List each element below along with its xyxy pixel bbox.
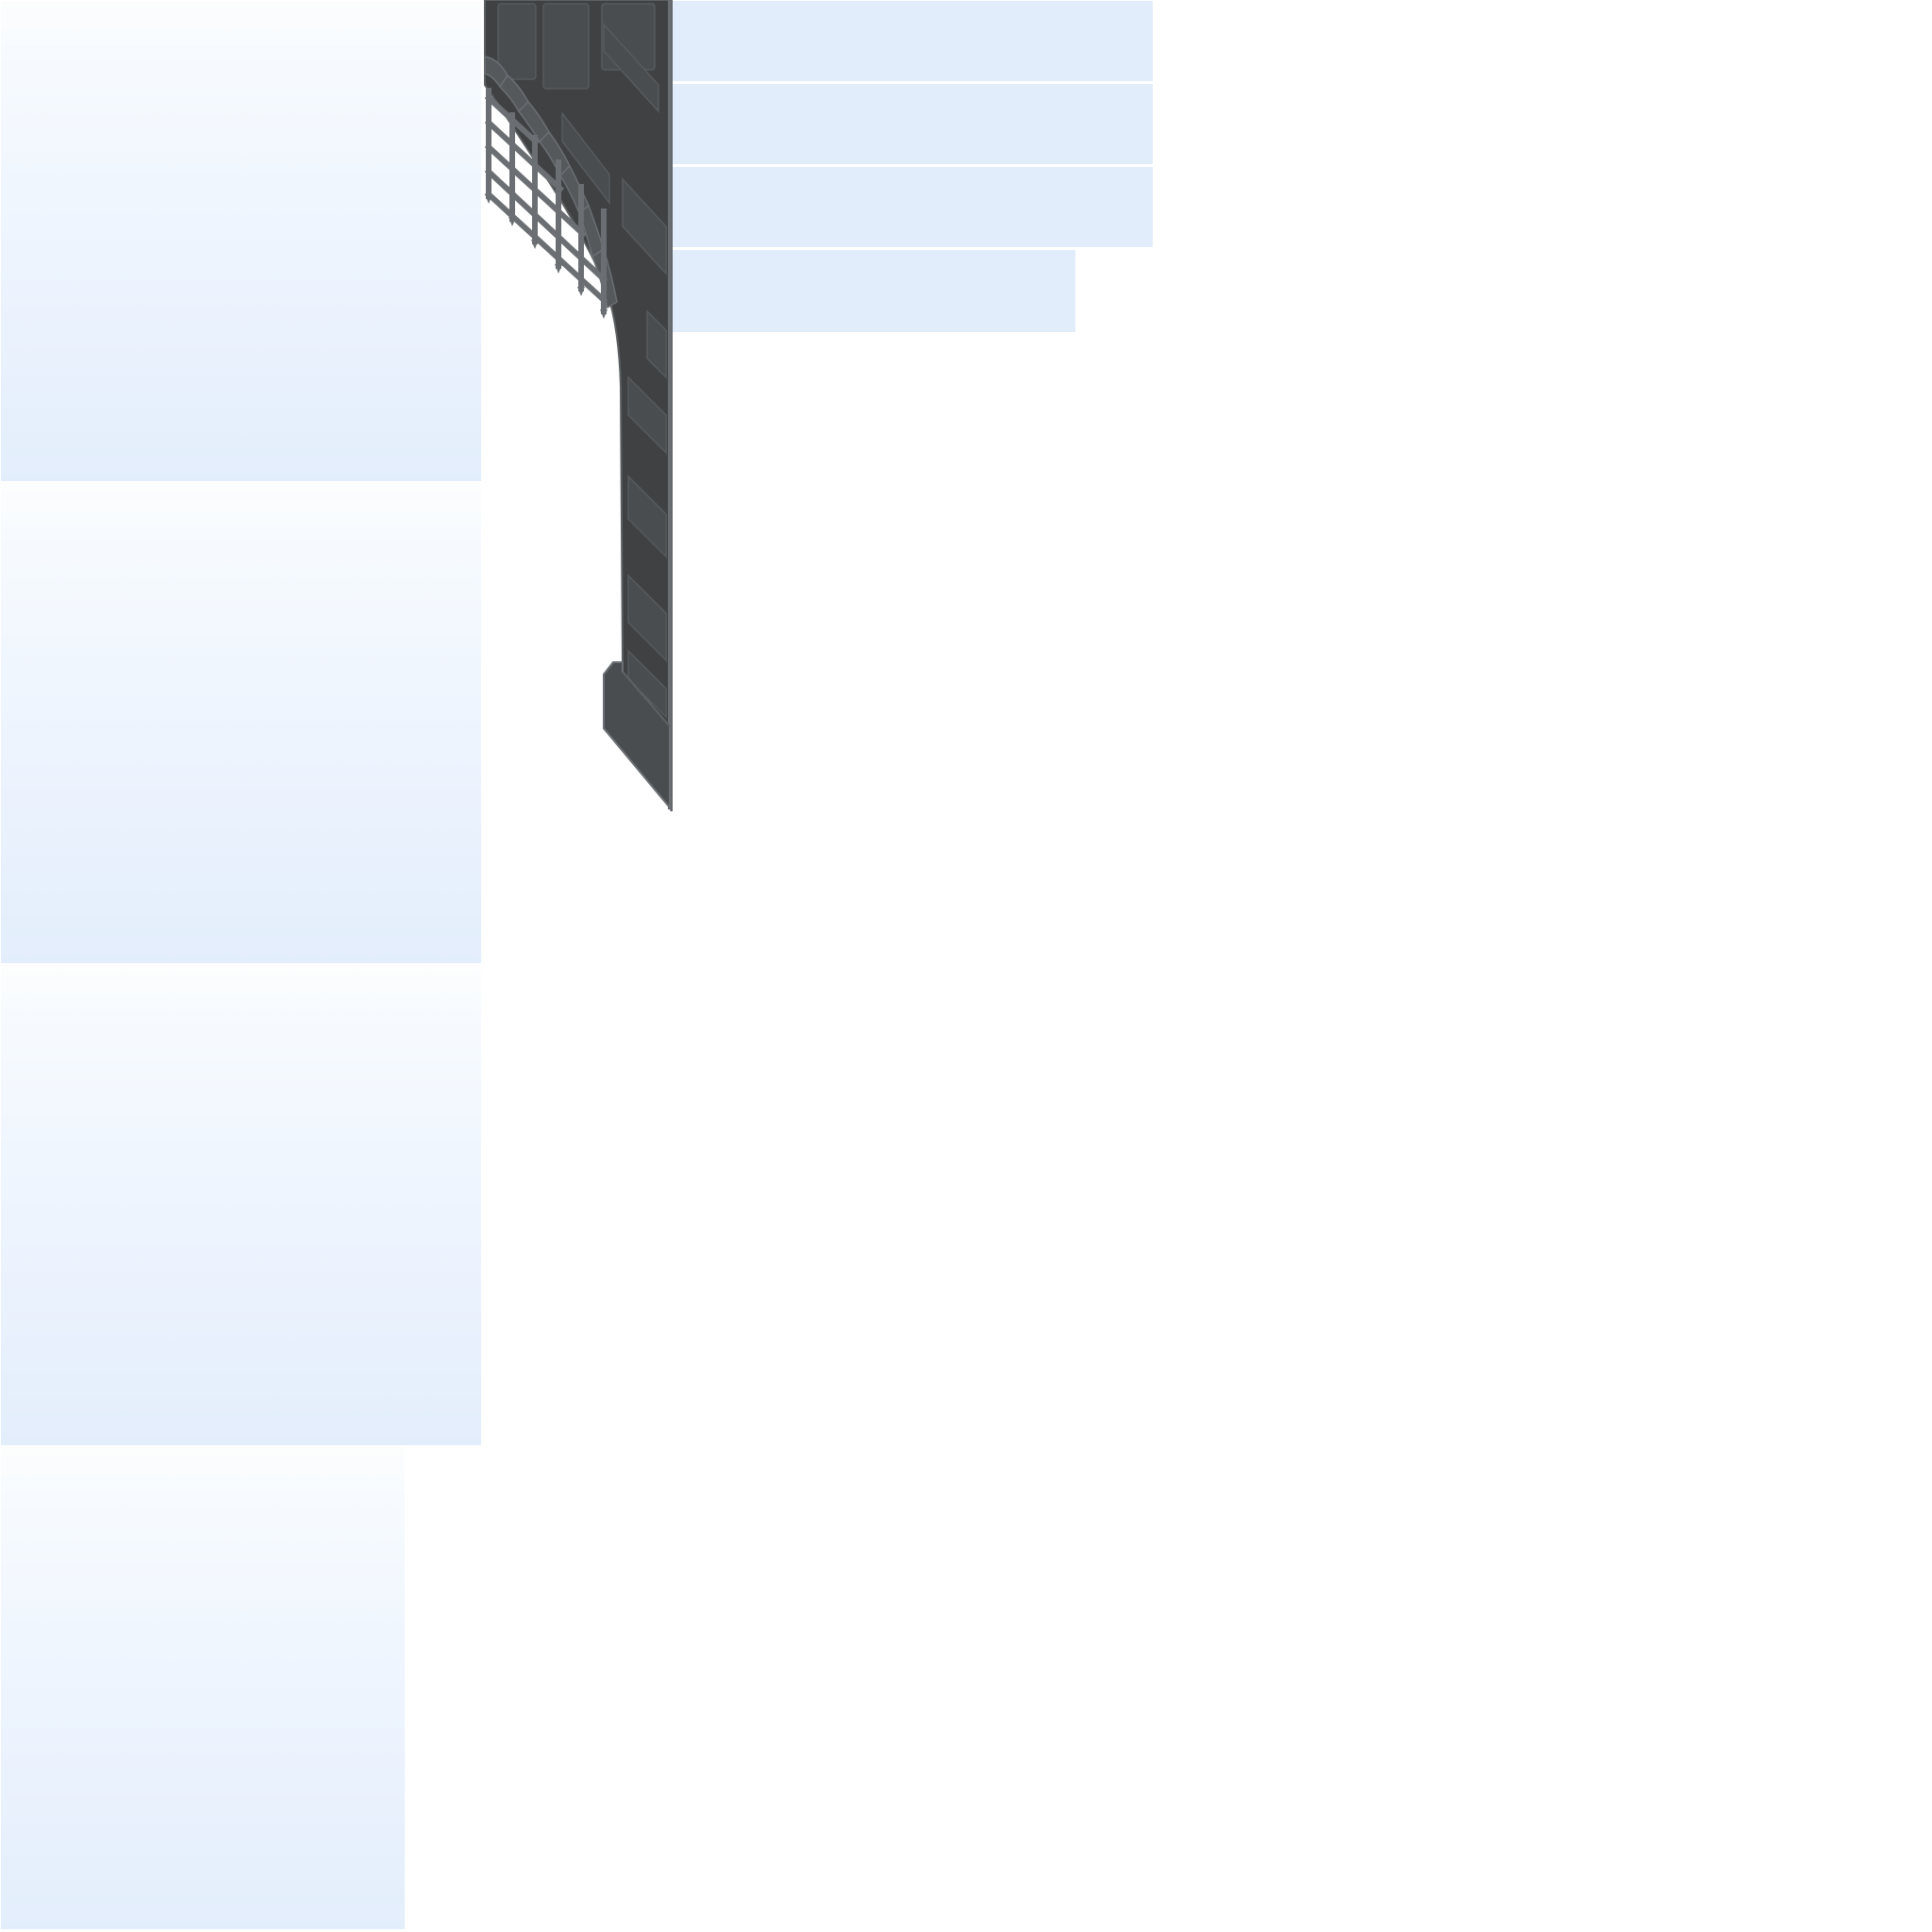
sky-gradient-tile: [1, 965, 481, 1445]
wall-edge: [668, 0, 672, 809]
light-blue-strip: [673, 1, 1153, 81]
portcullis: [484, 88, 608, 314]
castle-gate-icon: [484, 0, 673, 811]
light-blue-strip: [673, 167, 1153, 247]
sky-gradient-tile: [1, 1447, 405, 1929]
stone-blocks: [497, 3, 667, 719]
light-blue-strip: [673, 84, 1153, 164]
sky-gradient-tile: [1, 483, 481, 963]
portcullis-spikes: [485, 194, 608, 319]
sky-gradient-tile: [1, 1, 481, 481]
light-blue-strip: [673, 250, 1075, 332]
